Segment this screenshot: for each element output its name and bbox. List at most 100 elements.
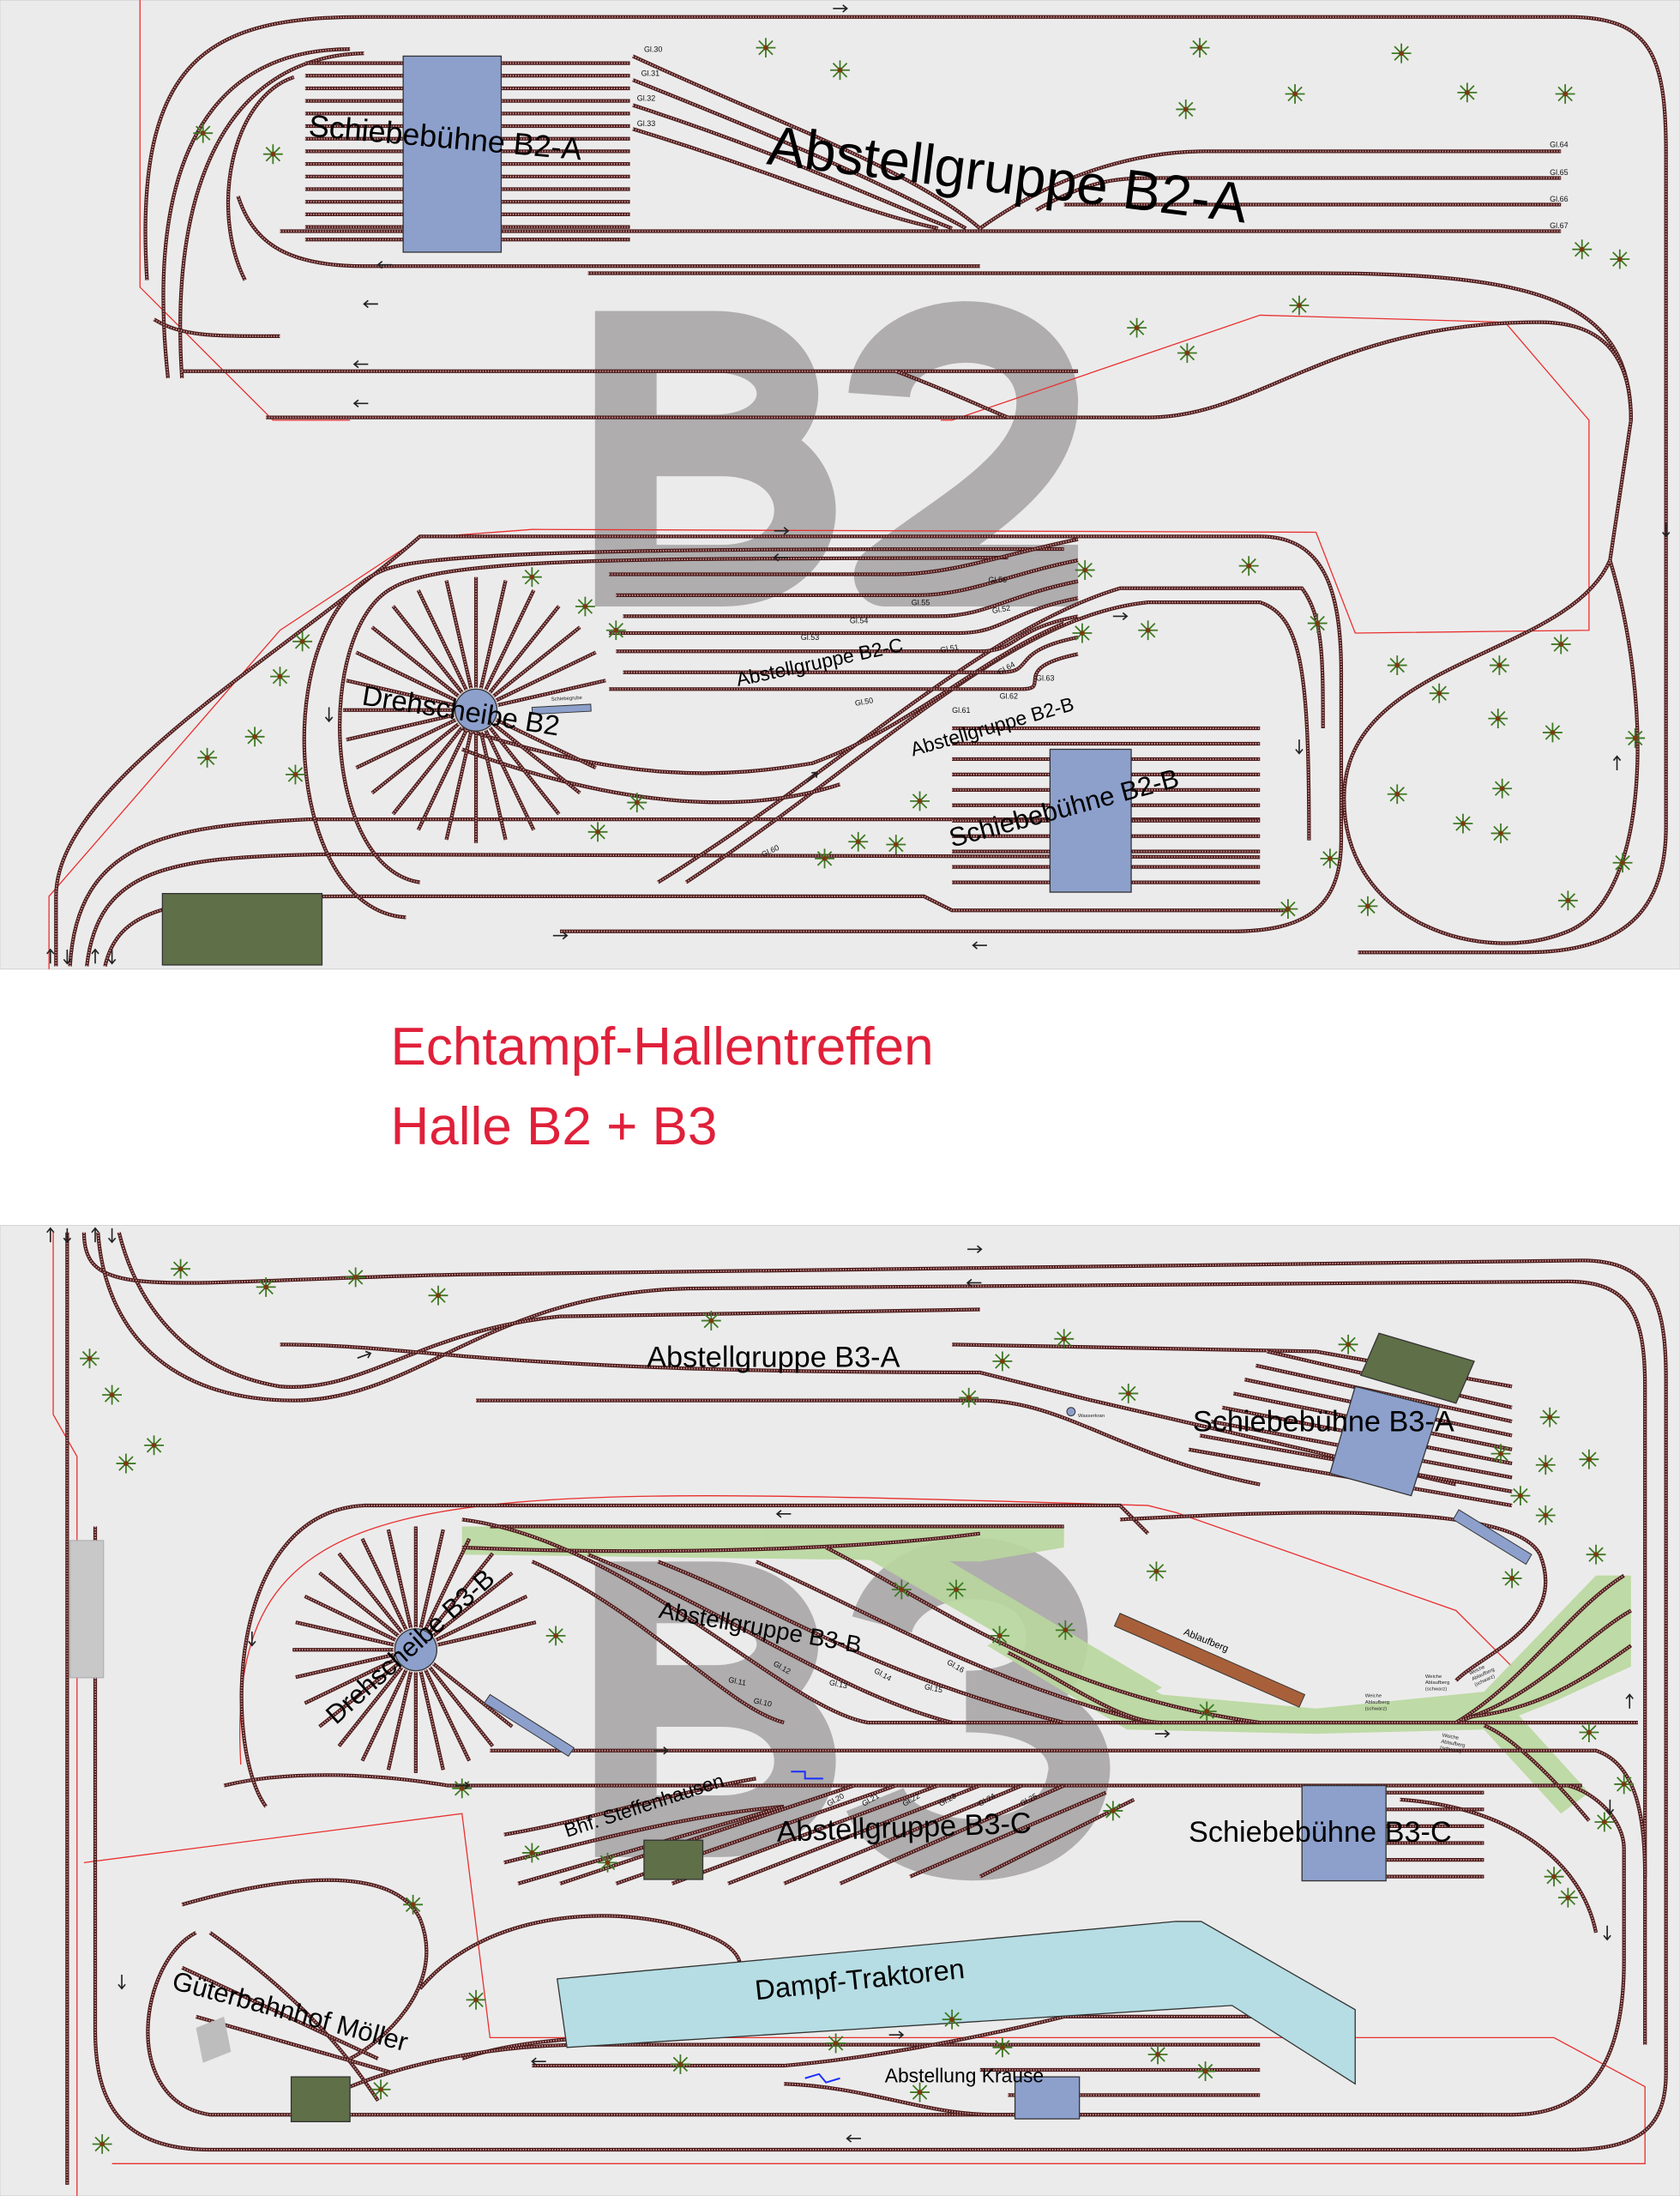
track bbox=[304, 1658, 396, 1704]
tree-icon bbox=[346, 1267, 366, 1288]
track bbox=[370, 625, 460, 698]
tree-icon bbox=[144, 1435, 165, 1456]
label-abstellgruppe-b3-a: Abstellgruppe B3-A bbox=[647, 1341, 900, 1373]
wasserkran-label: Wasserkran bbox=[1078, 1414, 1105, 1419]
tree-icon bbox=[452, 1778, 473, 1799]
tree-icon bbox=[959, 1387, 979, 1408]
schiebegrube-label: Schiebegrube bbox=[551, 696, 582, 703]
tree-icon bbox=[1453, 813, 1473, 834]
tree-icon bbox=[197, 747, 218, 768]
direction-arrow-icon bbox=[91, 948, 99, 964]
direction-arrow-icon bbox=[1295, 739, 1304, 755]
track bbox=[266, 320, 1633, 420]
direction-arrow-icon bbox=[531, 2057, 546, 2066]
track bbox=[587, 1553, 953, 1725]
tree-icon bbox=[1539, 1407, 1560, 1427]
track bbox=[338, 1553, 403, 1633]
track bbox=[391, 605, 464, 694]
track bbox=[227, 75, 295, 281]
track-number: Gl.55 bbox=[912, 598, 930, 606]
dampf-traktoren-area bbox=[556, 1921, 1356, 2085]
track bbox=[979, 1799, 1135, 1878]
track bbox=[144, 15, 1667, 954]
direction-arrow-icon bbox=[324, 707, 334, 723]
track bbox=[492, 722, 581, 795]
track bbox=[532, 2015, 1261, 2067]
track-number: Gl.61 bbox=[952, 706, 970, 715]
direction-arrow-icon bbox=[972, 941, 987, 950]
track bbox=[1455, 1574, 1625, 1723]
tree-icon bbox=[1147, 2044, 1168, 2065]
track bbox=[181, 1965, 379, 2060]
direction-arrow-icon bbox=[1154, 1729, 1171, 1738]
tree-icon bbox=[992, 1351, 1013, 1372]
track bbox=[531, 1560, 785, 1724]
track bbox=[671, 1784, 939, 1885]
tree-icon bbox=[1138, 620, 1159, 641]
track bbox=[490, 1749, 1647, 1877]
track-number: Gl.15 bbox=[924, 1682, 943, 1694]
tree-icon bbox=[403, 1894, 424, 1915]
weiche-label-line: (schwarz) bbox=[1365, 1706, 1387, 1711]
track bbox=[346, 713, 455, 742]
tree-icon bbox=[1118, 1384, 1139, 1403]
building-steffenhausen bbox=[643, 1839, 704, 1880]
track bbox=[479, 580, 508, 689]
track bbox=[609, 597, 1079, 634]
direction-arrow-icon bbox=[376, 260, 393, 269]
track bbox=[280, 1343, 1457, 1486]
track bbox=[54, 534, 1344, 967]
track bbox=[416, 729, 468, 831]
direction-arrow-icon bbox=[846, 2134, 861, 2143]
tree-icon bbox=[1490, 824, 1511, 843]
tree-icon bbox=[701, 1311, 721, 1330]
track bbox=[416, 589, 468, 691]
direction-arrow-icon bbox=[888, 2030, 905, 2039]
direction-arrow-icon bbox=[775, 1510, 792, 1518]
track bbox=[497, 679, 606, 708]
ablaufberg-ramp bbox=[1113, 1613, 1306, 1708]
schiebegrube-b3-a bbox=[1452, 1509, 1532, 1566]
track bbox=[1470, 1644, 1632, 1718]
tree-icon bbox=[598, 1852, 617, 1873]
track bbox=[1484, 1724, 1590, 1821]
building-b3-a bbox=[1359, 1332, 1475, 1404]
track bbox=[425, 1538, 471, 1631]
tree-icon bbox=[1625, 728, 1646, 748]
tree-icon bbox=[826, 2033, 846, 2054]
tree-icon bbox=[256, 1276, 276, 1297]
tree-icon bbox=[102, 1385, 123, 1405]
tree-icon bbox=[605, 620, 626, 641]
track bbox=[488, 605, 561, 694]
track bbox=[461, 1532, 980, 1553]
track bbox=[1035, 177, 1562, 211]
direction-arrow-icon bbox=[967, 1245, 983, 1254]
tree-icon bbox=[891, 1579, 912, 1600]
tree-icon bbox=[1285, 84, 1305, 104]
building-moeller bbox=[290, 2076, 351, 2123]
direction-arrow-icon bbox=[1112, 612, 1129, 621]
track bbox=[616, 614, 1079, 654]
tree-icon bbox=[1544, 1867, 1564, 1887]
direction-arrow-icon bbox=[774, 527, 790, 535]
tree-icon bbox=[116, 1453, 136, 1474]
schiebebuehne-b3-c-platform bbox=[1301, 1784, 1387, 1882]
track bbox=[295, 1621, 394, 1646]
track bbox=[209, 1932, 379, 2102]
schiebebuehne-b3-a-platform bbox=[1329, 1385, 1441, 1497]
direction-arrow-icon bbox=[91, 1227, 99, 1243]
direction-arrow-icon bbox=[248, 1631, 256, 1647]
track bbox=[361, 1669, 407, 1762]
track bbox=[825, 1547, 1261, 1724]
track bbox=[1007, 1651, 1162, 1724]
track bbox=[623, 636, 1079, 673]
track-number: Gl.51 bbox=[940, 643, 960, 655]
track-number: Gl.30 bbox=[644, 45, 662, 54]
track bbox=[355, 718, 457, 769]
tree-icon bbox=[1147, 1561, 1166, 1582]
tree-icon bbox=[1338, 1334, 1358, 1354]
track bbox=[632, 55, 981, 229]
tree-icon bbox=[171, 1258, 191, 1279]
